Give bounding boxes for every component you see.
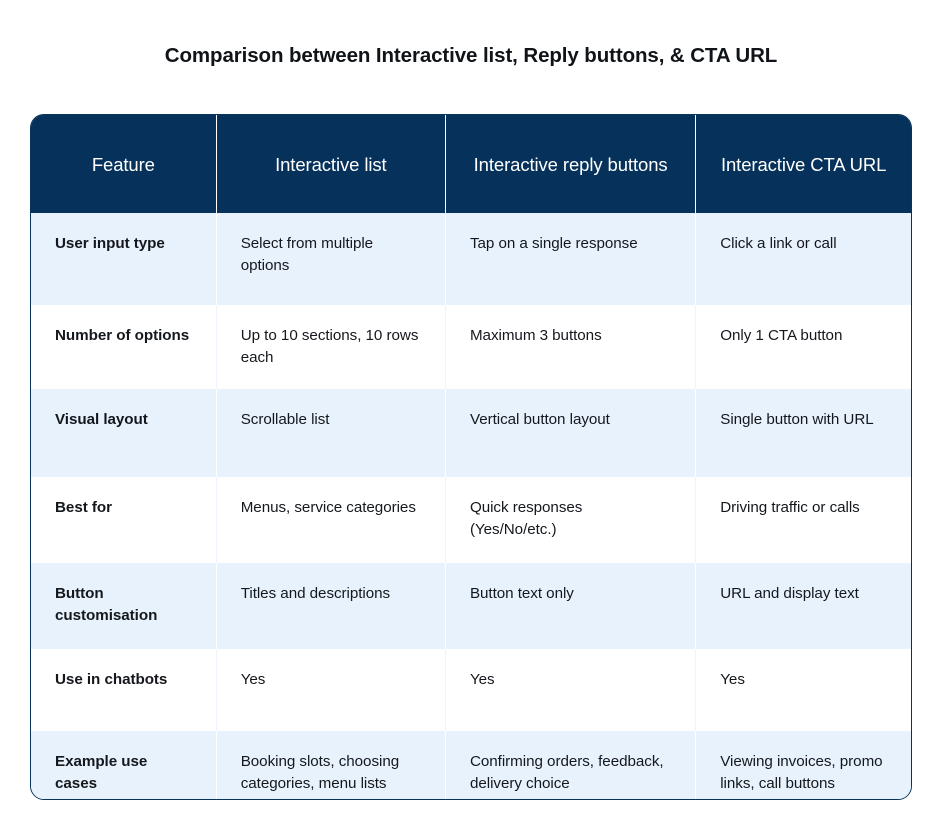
cell-interactive-cta-url: Only 1 CTA button bbox=[695, 305, 911, 389]
cell-interactive-list: Select from multiple options bbox=[216, 213, 446, 305]
table-row: Best for Menus, service categories Quick… bbox=[31, 477, 911, 563]
cell-interactive-cta-url: Driving traffic or calls bbox=[695, 477, 911, 563]
cell-interactive-reply-buttons: Yes bbox=[445, 649, 697, 731]
cell-interactive-list: Titles and descriptions bbox=[216, 563, 446, 649]
table-row: User input type Select from multiple opt… bbox=[31, 213, 911, 305]
row-feature-label: Use in chatbots bbox=[31, 649, 217, 731]
column-header-feature: Feature bbox=[31, 115, 217, 213]
table-header-row: Feature Interactive list Interactive rep… bbox=[31, 115, 911, 213]
cell-interactive-reply-buttons: Button text only bbox=[445, 563, 697, 649]
comparison-table-container: Feature Interactive list Interactive rep… bbox=[30, 114, 912, 800]
cell-interactive-cta-url: URL and display text bbox=[695, 563, 911, 649]
table-row: Example use cases Booking slots, choosin… bbox=[31, 731, 911, 799]
cell-interactive-list: Scrollable list bbox=[216, 389, 446, 477]
cell-interactive-cta-url: Yes bbox=[695, 649, 911, 731]
table-row: Number of options Up to 10 sections, 10 … bbox=[31, 305, 911, 389]
cell-interactive-reply-buttons: Vertical button layout bbox=[445, 389, 697, 477]
cell-interactive-list: Up to 10 sections, 10 rows each bbox=[216, 305, 446, 389]
cell-interactive-list: Booking slots, choosing categories, menu… bbox=[216, 731, 446, 799]
row-feature-label: Number of options bbox=[31, 305, 217, 389]
cell-interactive-list: Yes bbox=[216, 649, 446, 731]
column-header-interactive-list: Interactive list bbox=[216, 115, 446, 213]
comparison-table: Feature Interactive list Interactive rep… bbox=[31, 115, 911, 799]
row-feature-label: Visual layout bbox=[31, 389, 217, 477]
table-row: Use in chatbots Yes Yes Yes bbox=[31, 649, 911, 731]
cell-interactive-list: Menus, service categories bbox=[216, 477, 446, 563]
table-row: Visual layout Scrollable list Vertical b… bbox=[31, 389, 911, 477]
cell-interactive-cta-url: Single button with URL bbox=[695, 389, 911, 477]
table-row: Button customisation Titles and descript… bbox=[31, 563, 911, 649]
cell-interactive-reply-buttons: Maximum 3 buttons bbox=[445, 305, 697, 389]
cell-interactive-reply-buttons: Tap on a single response bbox=[445, 213, 697, 305]
table-header: Feature Interactive list Interactive rep… bbox=[31, 115, 911, 213]
cell-interactive-reply-buttons: Confirming orders, feedback, delivery ch… bbox=[445, 731, 697, 799]
row-feature-label: Button customisation bbox=[31, 563, 217, 649]
column-header-interactive-reply-buttons: Interactive reply buttons bbox=[445, 115, 697, 213]
cell-interactive-cta-url: Click a link or call bbox=[695, 213, 911, 305]
page-title: Comparison between Interactive list, Rep… bbox=[164, 44, 778, 67]
column-header-interactive-cta-url: Interactive CTA URL bbox=[695, 115, 911, 213]
table-body: User input type Select from multiple opt… bbox=[31, 213, 911, 799]
cell-interactive-cta-url: Viewing invoices, promo links, call butt… bbox=[695, 731, 911, 799]
row-feature-label: User input type bbox=[31, 213, 217, 305]
cell-interactive-reply-buttons: Quick responses (Yes/No/etc.) bbox=[445, 477, 697, 563]
row-feature-label: Best for bbox=[31, 477, 217, 563]
row-feature-label: Example use cases bbox=[31, 731, 217, 799]
